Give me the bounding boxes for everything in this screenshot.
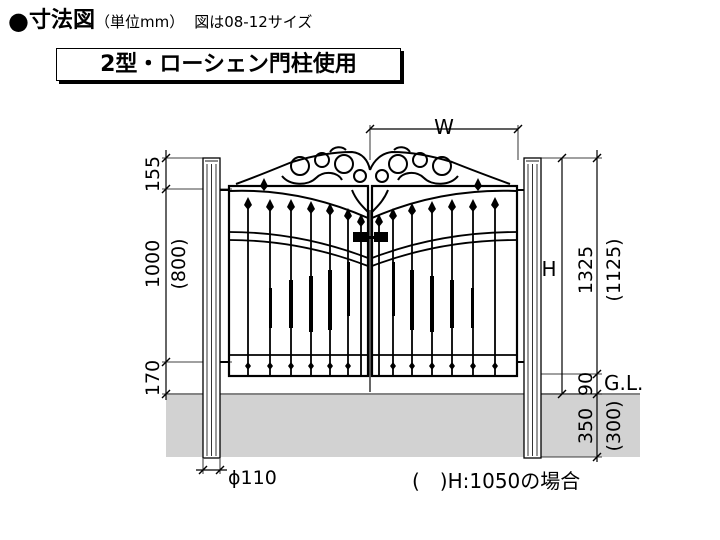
label-height: H	[541, 257, 556, 281]
unit-note: （単位mm）	[94, 13, 185, 31]
twisted-bars	[269, 262, 474, 332]
dimension-ticks	[161, 124, 602, 475]
size-note: 図は08-12サイズ	[194, 13, 313, 31]
center-latch	[353, 210, 388, 392]
dim-total-height: 1325	[575, 246, 597, 294]
dim-gate-height: 1000	[142, 240, 164, 288]
drawing-title: 寸法図	[28, 8, 95, 33]
dim-gate-clearance: 90	[575, 372, 597, 396]
footnote: ( )H:1050の場合	[412, 469, 580, 493]
label-ground-level: G.L.	[604, 371, 643, 395]
spear-finials	[244, 178, 499, 227]
dim-embed-depth: 350	[575, 408, 597, 444]
right-gate-post	[523, 157, 542, 459]
scroll-crest	[235, 146, 511, 213]
model-label: 2型・ローシェン門柱使用	[56, 48, 401, 81]
bottom-spears	[245, 362, 498, 370]
left-gate-post	[202, 157, 221, 459]
ground-area	[166, 393, 640, 457]
dim-total-height-alt: (1125)	[603, 238, 625, 301]
dimension-lines	[165, 128, 598, 471]
dim-post-top: 155	[142, 156, 164, 192]
label-width: W	[434, 115, 454, 139]
drawing-header: ●寸法図（単位mm） 図は08-12サイズ	[8, 2, 312, 35]
dim-gate-height-alt: (800)	[168, 238, 190, 289]
dim-post-diameter: ϕ110	[228, 467, 277, 489]
dim-embed-depth-alt: (300)	[603, 400, 625, 451]
dim-ground-gap: 170	[142, 360, 164, 396]
bullet-icon: ●	[8, 7, 29, 35]
